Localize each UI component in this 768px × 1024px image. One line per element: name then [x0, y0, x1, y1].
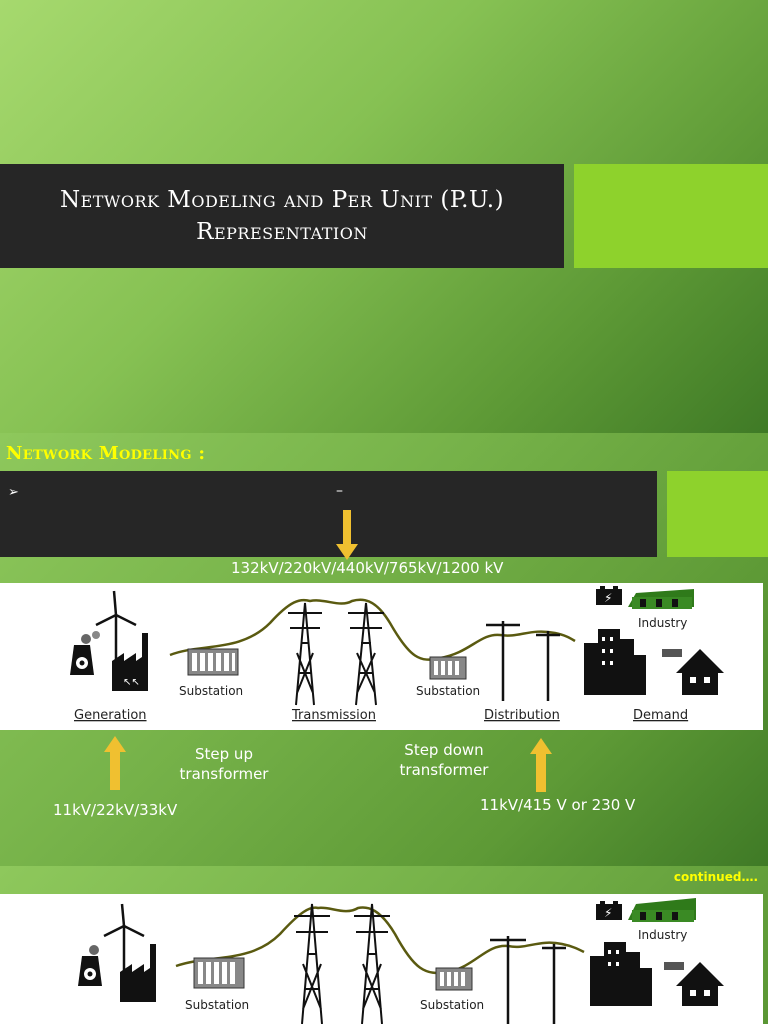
transmission-tower-icon	[348, 602, 384, 706]
svg-text:⚡: ⚡	[604, 906, 612, 920]
down-arrow-icon	[336, 510, 358, 560]
solar-factory-icon	[628, 898, 696, 922]
substation-icon	[429, 656, 467, 680]
network-modeling-slide: Network Modeling : ➢ – 132kV/220kV/440kV…	[0, 433, 768, 866]
substation-icon	[435, 967, 473, 991]
factory-icon: ↖↖	[112, 633, 148, 691]
accent-block	[574, 164, 768, 268]
city-buildings-icon	[584, 629, 646, 695]
transmission-label: Transmission	[291, 708, 376, 723]
svg-text:⚡: ⚡	[604, 591, 612, 605]
up-arrow-icon	[104, 736, 126, 790]
city-buildings-icon	[590, 942, 652, 1006]
substation-icon	[193, 957, 245, 989]
continued-label: continued….	[673, 870, 758, 884]
distribution-label: Distribution	[484, 708, 560, 723]
battery-icon: ⚡	[596, 586, 622, 605]
power-system-diagram: ↖↖	[0, 583, 763, 730]
continued-slide: continued….	[0, 866, 768, 1024]
transmission-tower-icon	[354, 903, 390, 1024]
section-heading: Network Modeling :	[6, 443, 206, 464]
up-arrow-icon	[530, 738, 552, 792]
house-icon	[664, 962, 724, 1006]
demand-label: Demand	[633, 708, 688, 723]
slide-title: Network Modeling and Per Unit (P.U.) Rep…	[60, 184, 504, 248]
accent-block	[667, 471, 768, 557]
substation-label: Substation	[416, 684, 480, 698]
nuclear-plant-icon	[78, 945, 102, 986]
industry-label: Industry	[638, 928, 687, 942]
house-icon	[662, 649, 724, 695]
transmission-voltage-label: 132kV/220kV/440kV/765kV/1200 kV	[231, 559, 504, 577]
nuclear-plant-icon	[70, 631, 100, 675]
generation-voltage-label: 11kV/22kV/33kV	[53, 801, 178, 819]
title-box: Network Modeling and Per Unit (P.U.) Rep…	[0, 164, 564, 268]
distribution-voltage-label: 11kV/415 V or 230 V	[480, 796, 636, 814]
transmission-tower-icon	[288, 602, 322, 706]
power-system-diagram: ⚡	[0, 894, 763, 1024]
wind-turbine-icon	[95, 590, 137, 663]
factory-icon	[120, 944, 156, 1002]
utility-pole-icon	[486, 621, 560, 701]
solar-factory-icon	[628, 589, 694, 609]
title-slide: Network Modeling and Per Unit (P.U.) Rep…	[0, 0, 768, 433]
bullet-arrow-icon: ➢	[8, 485, 19, 500]
generation-label: Generation	[74, 708, 147, 723]
battery-icon: ⚡	[596, 901, 622, 920]
content-box: ➢ –	[0, 471, 657, 557]
substation-label: Substation	[185, 998, 249, 1012]
substation-label: Substation	[179, 684, 243, 698]
industry-label: Industry	[638, 616, 687, 630]
utility-pole-icon	[490, 936, 566, 1024]
substation-icon	[187, 648, 239, 676]
dash-text: –	[336, 483, 343, 499]
wind-turbine-icon	[103, 903, 145, 974]
svg-text:↖↖: ↖↖	[123, 677, 140, 688]
substation-label: Substation	[420, 998, 484, 1012]
transmission-tower-icon	[294, 903, 330, 1024]
title-line-1: Network Modeling and Per Unit (P.U.)	[59, 187, 505, 213]
title-line-2: Representation	[196, 219, 368, 245]
